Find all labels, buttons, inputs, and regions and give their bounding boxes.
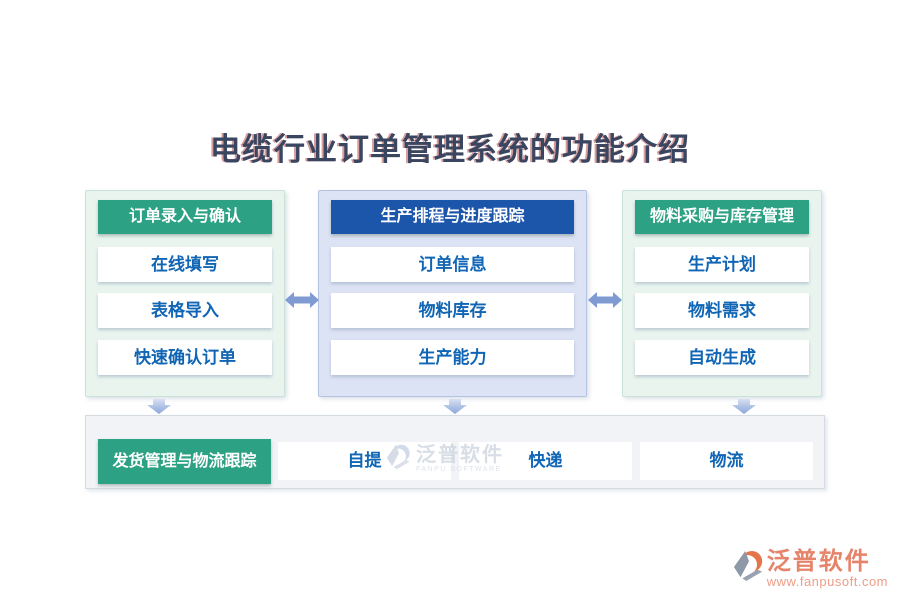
feature-box-table-import[interactable]: 表格导入	[98, 293, 272, 328]
feature-box-order-info[interactable]: 订单信息	[331, 247, 574, 282]
feature-box-quick-confirm[interactable]: 快速确认订单	[98, 340, 272, 375]
feature-box-production-capacity[interactable]: 生产能力	[331, 340, 574, 375]
feature-box-material-stock[interactable]: 物料库存	[331, 293, 574, 328]
fanpu-logo-icon	[733, 550, 762, 582]
production-scheduling-header-button[interactable]: 生产排程与进度跟踪	[331, 200, 574, 234]
left-right-arrow-icon	[285, 292, 319, 308]
panel-order-entry: 订单录入与确认 在线填写 表格导入 快速确认订单	[85, 190, 285, 397]
material-purchasing-header-button[interactable]: 物料采购与库存管理	[635, 200, 809, 234]
feature-box-material-demand[interactable]: 物料需求	[635, 293, 809, 328]
down-arrow-icon	[732, 399, 756, 414]
order-entry-header-button[interactable]: 订单录入与确认	[98, 200, 272, 234]
feature-box-express[interactable]: 快递	[459, 442, 632, 480]
brand-url-link[interactable]: www.fanpusoft.com	[766, 574, 888, 589]
feature-box-auto-generate[interactable]: 自动生成	[635, 340, 809, 375]
feature-box-self-pickup[interactable]: 自提	[278, 442, 451, 480]
panel-shipping-logistics: 发货管理与物流跟踪 自提 快递 物流	[85, 415, 825, 489]
feature-box-logistics[interactable]: 物流	[640, 442, 813, 480]
down-arrow-icon	[443, 399, 467, 414]
down-arrow-icon	[147, 399, 171, 414]
panel-material-purchasing: 物料采购与库存管理 生产计划 物料需求 自动生成	[622, 190, 822, 397]
shipping-logistics-header-button[interactable]: 发货管理与物流跟踪	[98, 439, 271, 484]
brand-logo-block: 泛普软件 www.fanpusoft.com	[733, 548, 888, 589]
panel-production-scheduling: 生产排程与进度跟踪 订单信息 物料库存 生产能力	[318, 190, 587, 397]
feature-box-production-plan[interactable]: 生产计划	[635, 247, 809, 282]
page-title: 电缆行业订单管理系统的功能介绍	[210, 132, 690, 168]
brand-name: 泛普软件	[766, 546, 871, 575]
left-right-arrow-icon	[588, 292, 622, 308]
feature-box-online-fill[interactable]: 在线填写	[98, 247, 272, 282]
